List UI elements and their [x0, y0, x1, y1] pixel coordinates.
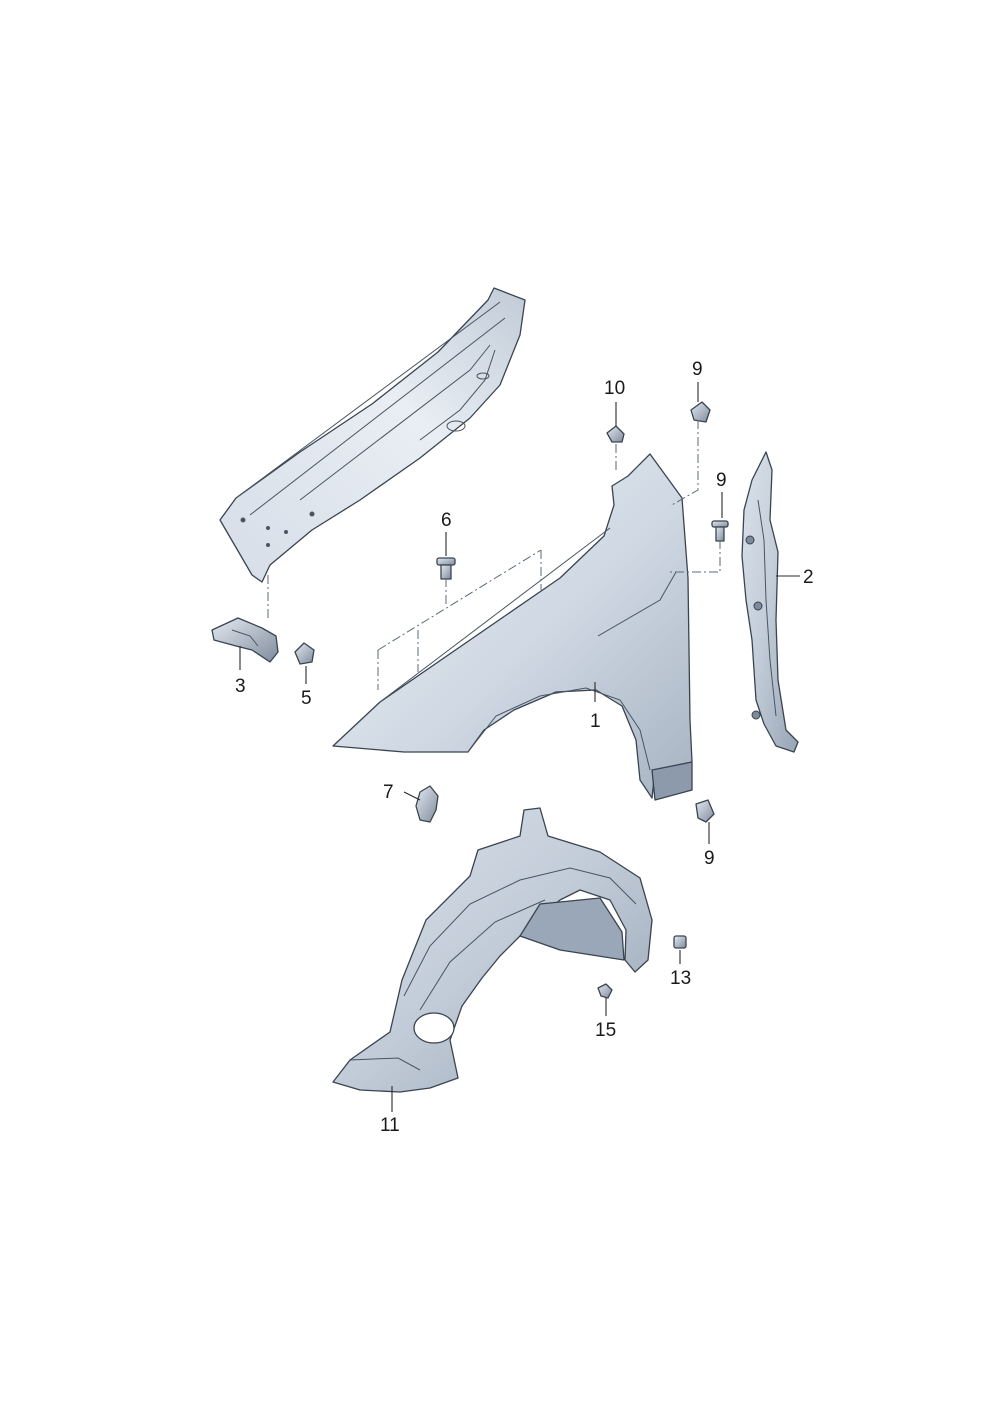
wheelhouse-panel [219, 287, 526, 583]
callout-2: 2 [803, 567, 814, 588]
screw-9-bottom [695, 799, 715, 823]
leader-lines [239, 382, 800, 1112]
stud-7 [415, 785, 439, 823]
callout-6: 6 [441, 510, 452, 531]
screw-9-right [711, 520, 729, 542]
screw-6 [436, 557, 456, 580]
callout-7: 7 [383, 782, 394, 803]
clip-13 [673, 935, 687, 949]
clip-part-5 [294, 642, 315, 665]
callout-15: 15 [595, 1020, 616, 1041]
bracket-part [211, 617, 279, 663]
callout-9-top: 9 [692, 359, 703, 380]
callout-1: 1 [590, 711, 601, 732]
fender-seal-strip [741, 451, 799, 753]
callout-9-right: 9 [716, 470, 727, 491]
callout-13: 13 [670, 968, 691, 989]
callout-11: 11 [380, 1115, 400, 1136]
callout-labels: 1 2 3 5 6 7 9 9 9 10 11 13 15 [235, 359, 814, 1136]
screw-15 [597, 983, 613, 999]
assembly-lines [267, 420, 721, 690]
screw-10 [606, 425, 625, 443]
callout-5: 5 [301, 688, 312, 709]
wheel-arch-liner [332, 807, 653, 1093]
callout-3: 3 [235, 676, 246, 697]
front-fender [332, 453, 693, 801]
callout-10: 10 [604, 378, 625, 399]
nut-9-top [690, 401, 711, 423]
callout-9-bottom: 9 [704, 848, 715, 869]
